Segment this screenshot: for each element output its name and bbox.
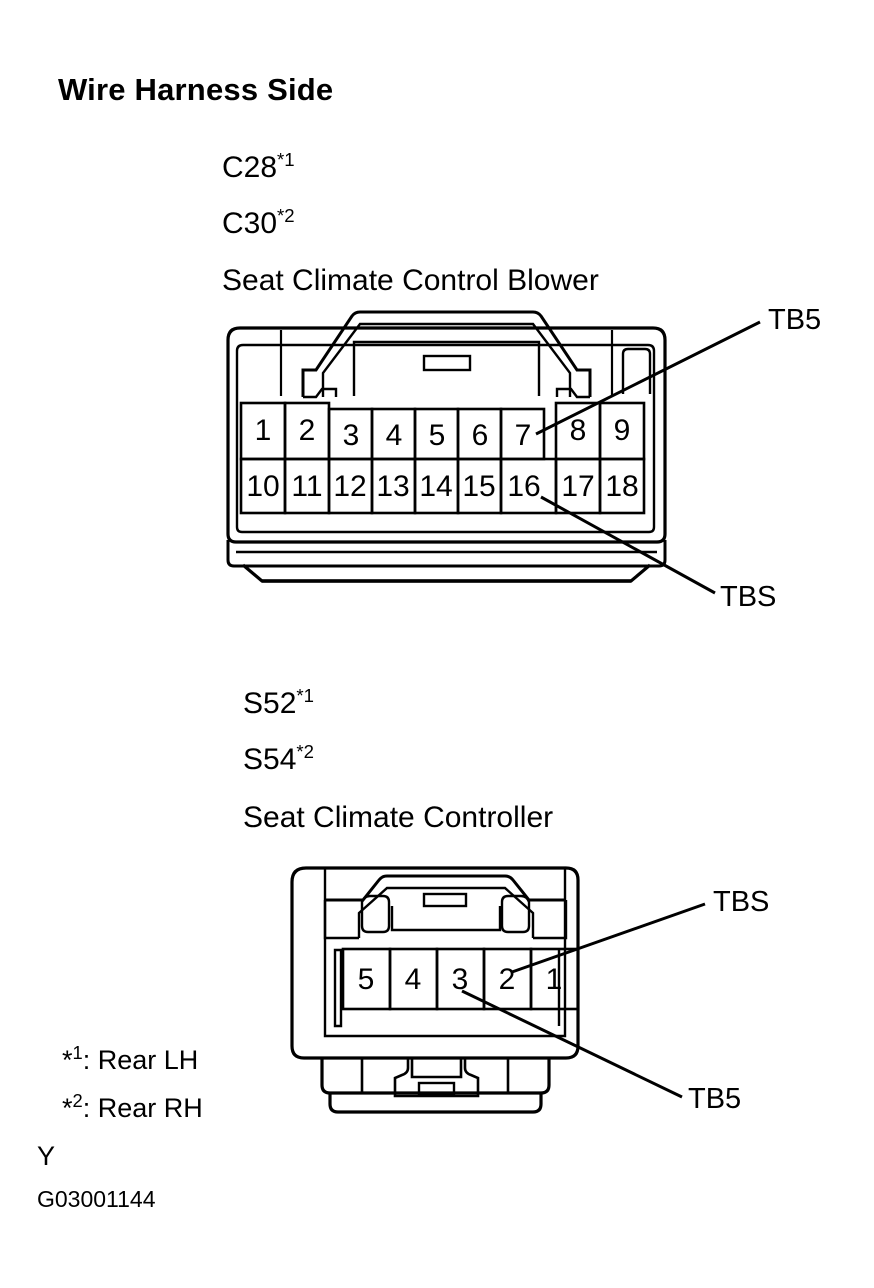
connector1-code-1-sup: *1: [277, 149, 295, 170]
connector1-code-1-text: C28: [222, 151, 278, 184]
y-mark: Y: [37, 1141, 56, 1171]
connector1-pin-10: 10: [246, 470, 279, 503]
connector1-pin-15: 15: [462, 470, 495, 503]
connector2-callout-tbs-leader: [511, 902, 706, 974]
connector2-pin-5: 5: [358, 963, 375, 996]
connector2-name: Seat Climate Controller: [243, 801, 554, 834]
connector1-code-2-sup: *2: [277, 205, 295, 226]
connector1-code-1: C28*1: [222, 149, 295, 184]
connector1-pin-7: 7: [515, 419, 532, 452]
connector1-code-2: C30*2: [222, 205, 295, 240]
connector1-callout-tb5-leader: [535, 320, 761, 436]
connector1-pin-16: 16: [507, 470, 540, 503]
connector1-name: Seat Climate Control Blower: [222, 264, 599, 297]
footnote-2-marker: *2: [62, 1090, 83, 1123]
page-title: Wire Harness Side: [58, 72, 334, 107]
connector1-callout-tbs-label: TBS: [720, 581, 777, 613]
connector1-code-2-text: C30: [222, 207, 278, 240]
connector2-callout-tb5-leader: [461, 989, 683, 1099]
footnote-1-marker: *1: [62, 1042, 83, 1075]
connector1-pin-18: 18: [605, 470, 638, 503]
connector2-callout-tbs-label: TBS: [713, 886, 770, 918]
connector1-pin-8: 8: [570, 414, 587, 447]
connector2-code-2-text: S54: [243, 743, 297, 776]
connector1-pin-3: 3: [343, 419, 360, 452]
connector1-callout-tb5-label: TB5: [768, 304, 822, 336]
connector2-pin-3: 3: [452, 963, 469, 996]
connector1-pin-13: 13: [376, 470, 409, 503]
connector2-code-1-sup: *1: [296, 685, 314, 706]
connector2-pin-4: 4: [405, 963, 422, 996]
connector2-pin-2: 2: [499, 963, 516, 996]
connector1-pin-2: 2: [299, 414, 316, 447]
connector1-pin-1: 1: [255, 414, 272, 447]
connector1-pin-14: 14: [419, 470, 452, 503]
connector1-pin-17: 17: [561, 470, 594, 503]
footnote-1: *1: Rear LH: [62, 1042, 199, 1075]
connector1-callout-tbs-leader: [540, 495, 716, 595]
connector1-pin-12: 12: [333, 470, 366, 503]
figure-id: G03001144: [37, 1186, 156, 1212]
connector2-code-2-sup: *2: [296, 741, 314, 762]
connector2-code-1: S52*1: [243, 685, 314, 720]
connector2-callout-tb5-label: TB5: [688, 1083, 742, 1115]
connector1-pin-5: 5: [429, 419, 446, 452]
connector1-pin-11: 11: [291, 470, 322, 503]
connector1-pin-6: 6: [472, 419, 489, 452]
footnote-2: *2: Rear RH: [62, 1090, 203, 1123]
connector1-pin-9: 9: [614, 414, 631, 447]
footnote-1-text: : Rear LH: [82, 1045, 199, 1075]
footnote-2-text: : Rear RH: [82, 1093, 203, 1123]
connector2-pin-1: 1: [546, 963, 563, 996]
connector2-code-1-text: S52: [243, 687, 297, 720]
connector2-code-2: S54*2: [243, 741, 314, 776]
connector1-pin-4: 4: [386, 419, 403, 452]
